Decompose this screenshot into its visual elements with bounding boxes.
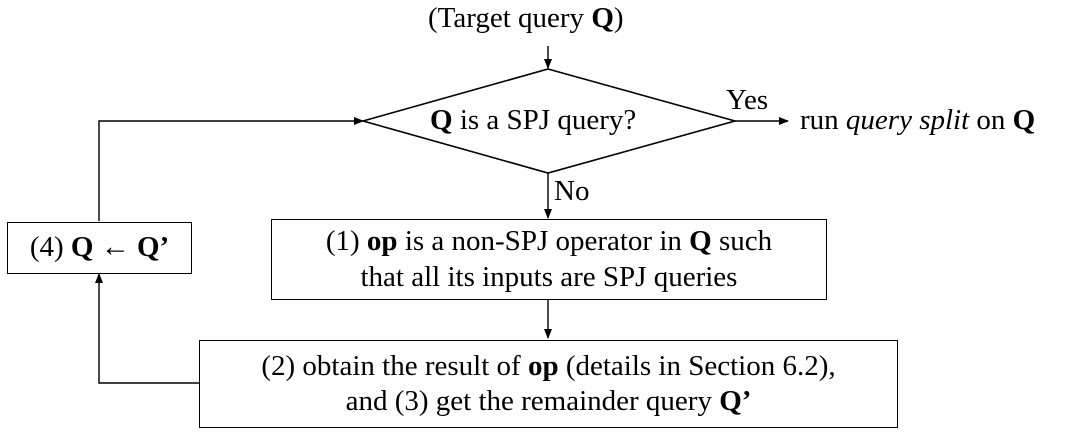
step4-prefix: (4) bbox=[29, 231, 71, 264]
step2-box: (2) obtain the result of op (details in … bbox=[199, 340, 898, 428]
target-query-label: (Target query Q) bbox=[428, 4, 624, 33]
run-mid: on bbox=[969, 104, 1013, 136]
step1-line1: (1) op is a non-SPJ operator in Q such bbox=[326, 224, 772, 259]
target-query-suffix: ) bbox=[613, 2, 624, 34]
run-query-symbol: Q bbox=[1012, 104, 1036, 136]
step2-line2-prefix: and (3) get the remainder query bbox=[345, 385, 720, 417]
step2-prefix: (2) obtain the result of bbox=[261, 349, 528, 382]
step1-mid: is a non-SPJ operator in bbox=[397, 225, 690, 258]
step4-arrow: ← bbox=[93, 231, 137, 264]
decision-query-symbol: Q bbox=[430, 104, 453, 136]
step2-line1: (2) obtain the result of op (details in … bbox=[261, 349, 835, 384]
run-prefix: run bbox=[800, 104, 846, 136]
target-query-prefix: (Target query bbox=[428, 2, 592, 34]
query-split-italic: query split bbox=[845, 104, 970, 136]
decision-text: is a SPJ query? bbox=[452, 104, 637, 136]
yes-label: Yes bbox=[726, 84, 769, 116]
no-label: No bbox=[554, 175, 590, 207]
step1-box: (1) op is a non-SPJ operator in Q such t… bbox=[271, 219, 827, 300]
decision-label: Q is a SPJ query? bbox=[430, 106, 636, 135]
step2-suffix: (details in Section 6.2), bbox=[558, 349, 836, 382]
step2-line2: and (3) get the remainder query Q’ bbox=[261, 384, 835, 419]
step4-label: (4) Q ← Q’ bbox=[30, 230, 169, 265]
step4-query-symbol: Q bbox=[70, 231, 94, 264]
step4-box: (4) Q ← Q’ bbox=[7, 222, 192, 274]
step1-line2: that all its inputs are SPJ queries bbox=[360, 260, 738, 293]
step4-query-prime: Q’ bbox=[136, 231, 170, 264]
step1-query-symbol: Q bbox=[689, 225, 712, 258]
run-query-split-label: run query split on Q bbox=[800, 106, 1035, 135]
step2-query-symbol: Q’ bbox=[719, 385, 752, 417]
step1-prefix: (1) bbox=[325, 225, 367, 258]
target-query-symbol: Q bbox=[591, 2, 614, 34]
step1-op: op bbox=[366, 225, 398, 258]
step1-suffix: such bbox=[711, 225, 773, 258]
edge-step4-to-decision bbox=[98, 117, 364, 221]
edge-step2-to-step4 bbox=[95, 273, 199, 384]
step2-op: op bbox=[527, 349, 559, 382]
